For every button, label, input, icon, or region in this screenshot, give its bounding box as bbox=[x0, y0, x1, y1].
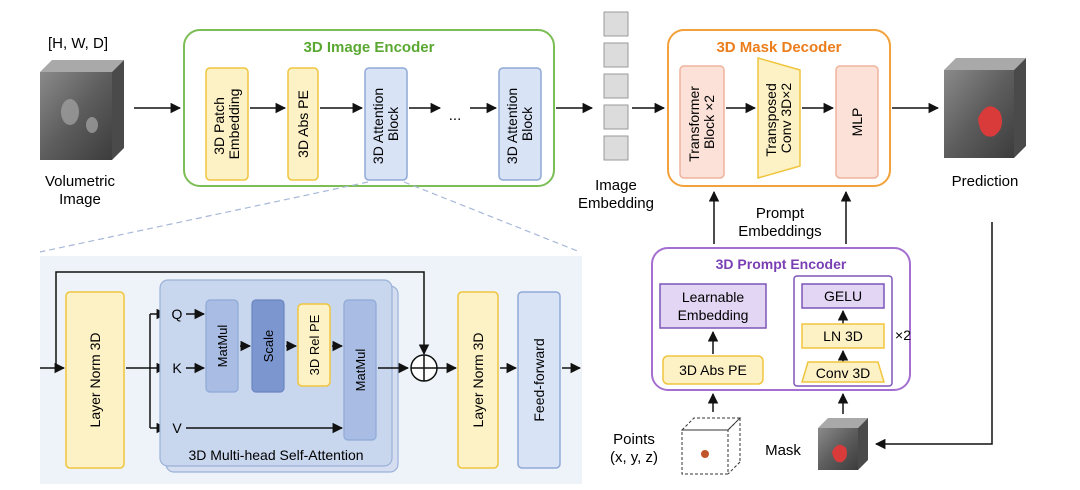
svg-text:Transformer Block ×2: Transformer Block ×2 bbox=[686, 82, 717, 162]
zoom-line-left bbox=[39, 181, 369, 253]
svg-text:Embedding: Embedding bbox=[678, 307, 749, 323]
zoom-line-right bbox=[403, 181, 581, 253]
prediction-label: Prediction bbox=[952, 173, 1019, 190]
prompt-abs-pe-block: 3D Abs PE bbox=[662, 355, 764, 385]
image-embedding-label-line2: Embedding bbox=[578, 195, 654, 212]
image-encoder-title: 3D Image Encoder bbox=[304, 39, 435, 56]
svg-text:Layer Norm 3D: Layer Norm 3D bbox=[87, 333, 103, 428]
matmul-block-1: MatMul bbox=[205, 299, 239, 393]
image-embedding-label-line1: Image bbox=[595, 177, 637, 194]
v-label: V bbox=[172, 420, 182, 436]
svg-text:Feed-forward: Feed-forward bbox=[531, 338, 547, 421]
prompt-embeddings-label-line2: Embeddings bbox=[738, 223, 821, 240]
svg-text:3D Abs PE: 3D Abs PE bbox=[679, 362, 747, 378]
image-encoder-abs-pe-block: 3D Abs PE bbox=[287, 67, 319, 181]
mask-encoder-stack: GELU LN 3D Conv 3D bbox=[793, 275, 893, 387]
mhsa-label: 3D Multi-head Self-Attention bbox=[188, 447, 363, 463]
gelu-label: GELU bbox=[824, 288, 862, 304]
rel-pe-block: 3D Rel PE bbox=[297, 303, 331, 387]
prediction-cube bbox=[944, 58, 1026, 158]
mlp-block: MLP bbox=[835, 65, 879, 179]
svg-text:3D Rel PE: 3D Rel PE bbox=[307, 314, 322, 375]
svg-text:MatMul: MatMul bbox=[215, 325, 230, 368]
mask-label: Mask bbox=[765, 442, 801, 459]
repeat-label: ×2 bbox=[895, 327, 911, 343]
svg-text:MLP: MLP bbox=[849, 108, 865, 137]
svg-text:3D Abs PE: 3D Abs PE bbox=[295, 90, 311, 158]
svg-text:Transposed Conv 3D×2: Transposed Conv 3D×2 bbox=[763, 79, 794, 156]
k-label: K bbox=[172, 360, 182, 376]
matmul-block-2: MatMul bbox=[343, 299, 377, 441]
prompt-encoder-title: 3D Prompt Encoder bbox=[716, 256, 847, 272]
svg-text:3D Patch Embedding: 3D Patch Embedding bbox=[211, 89, 242, 160]
svg-text:3D Attention Block: 3D Attention Block bbox=[504, 84, 535, 164]
layer-norm-block-2: Layer Norm 3D bbox=[457, 291, 499, 469]
svg-text:Layer Norm 3D: Layer Norm 3D bbox=[470, 333, 486, 428]
mask-decoder-box bbox=[667, 29, 891, 187]
image-embedding-tokens bbox=[603, 11, 629, 161]
scale-block: Scale bbox=[251, 299, 285, 393]
points-label-line1: Points bbox=[613, 431, 655, 448]
feed-forward-block: Feed-forward bbox=[517, 291, 561, 469]
points-cube bbox=[680, 417, 742, 475]
input-label-line2: Image bbox=[59, 191, 101, 208]
transposed-conv-block: Transposed Conv 3D×2 bbox=[757, 57, 801, 179]
learnable-embedding-block: Learnable Embedding bbox=[659, 283, 767, 329]
input-dims-label: [H, W, D] bbox=[48, 35, 108, 52]
input-label-line1: Volumetric bbox=[45, 173, 116, 190]
prompt-embeddings-label-line1: Prompt bbox=[756, 205, 805, 222]
transformer-block: Transformer Block ×2 bbox=[679, 65, 725, 179]
attention-block-n: 3D Attention Block bbox=[498, 67, 542, 181]
svg-text:MatMul: MatMul bbox=[353, 349, 368, 392]
mask-decoder-title: 3D Mask Decoder bbox=[716, 39, 841, 56]
image-encoder-box bbox=[183, 29, 555, 187]
prompt-encoder-box bbox=[651, 247, 911, 391]
svg-text:3D Attention Block: 3D Attention Block bbox=[370, 84, 401, 164]
attention-block-1: 3D Attention Block bbox=[364, 67, 408, 181]
q-label: Q bbox=[172, 306, 183, 322]
layer-norm-block-1: Layer Norm 3D bbox=[65, 291, 125, 469]
point-marker bbox=[701, 450, 709, 458]
input-volume-cube bbox=[40, 60, 124, 160]
svg-text:Learnable: Learnable bbox=[682, 289, 744, 305]
encoder-ellipsis: ... bbox=[449, 107, 462, 124]
arrow-prediction-to-mask bbox=[874, 222, 993, 450]
ln3d-label: LN 3D bbox=[823, 328, 863, 344]
patch-embedding-block: 3D Patch Embedding bbox=[205, 67, 249, 181]
conv3d-label: Conv 3D bbox=[816, 365, 870, 381]
add-operator bbox=[410, 354, 438, 382]
svg-text:Scale: Scale bbox=[261, 330, 276, 363]
mask-cube bbox=[818, 418, 868, 470]
points-label-line2: (x, y, z) bbox=[610, 449, 658, 466]
